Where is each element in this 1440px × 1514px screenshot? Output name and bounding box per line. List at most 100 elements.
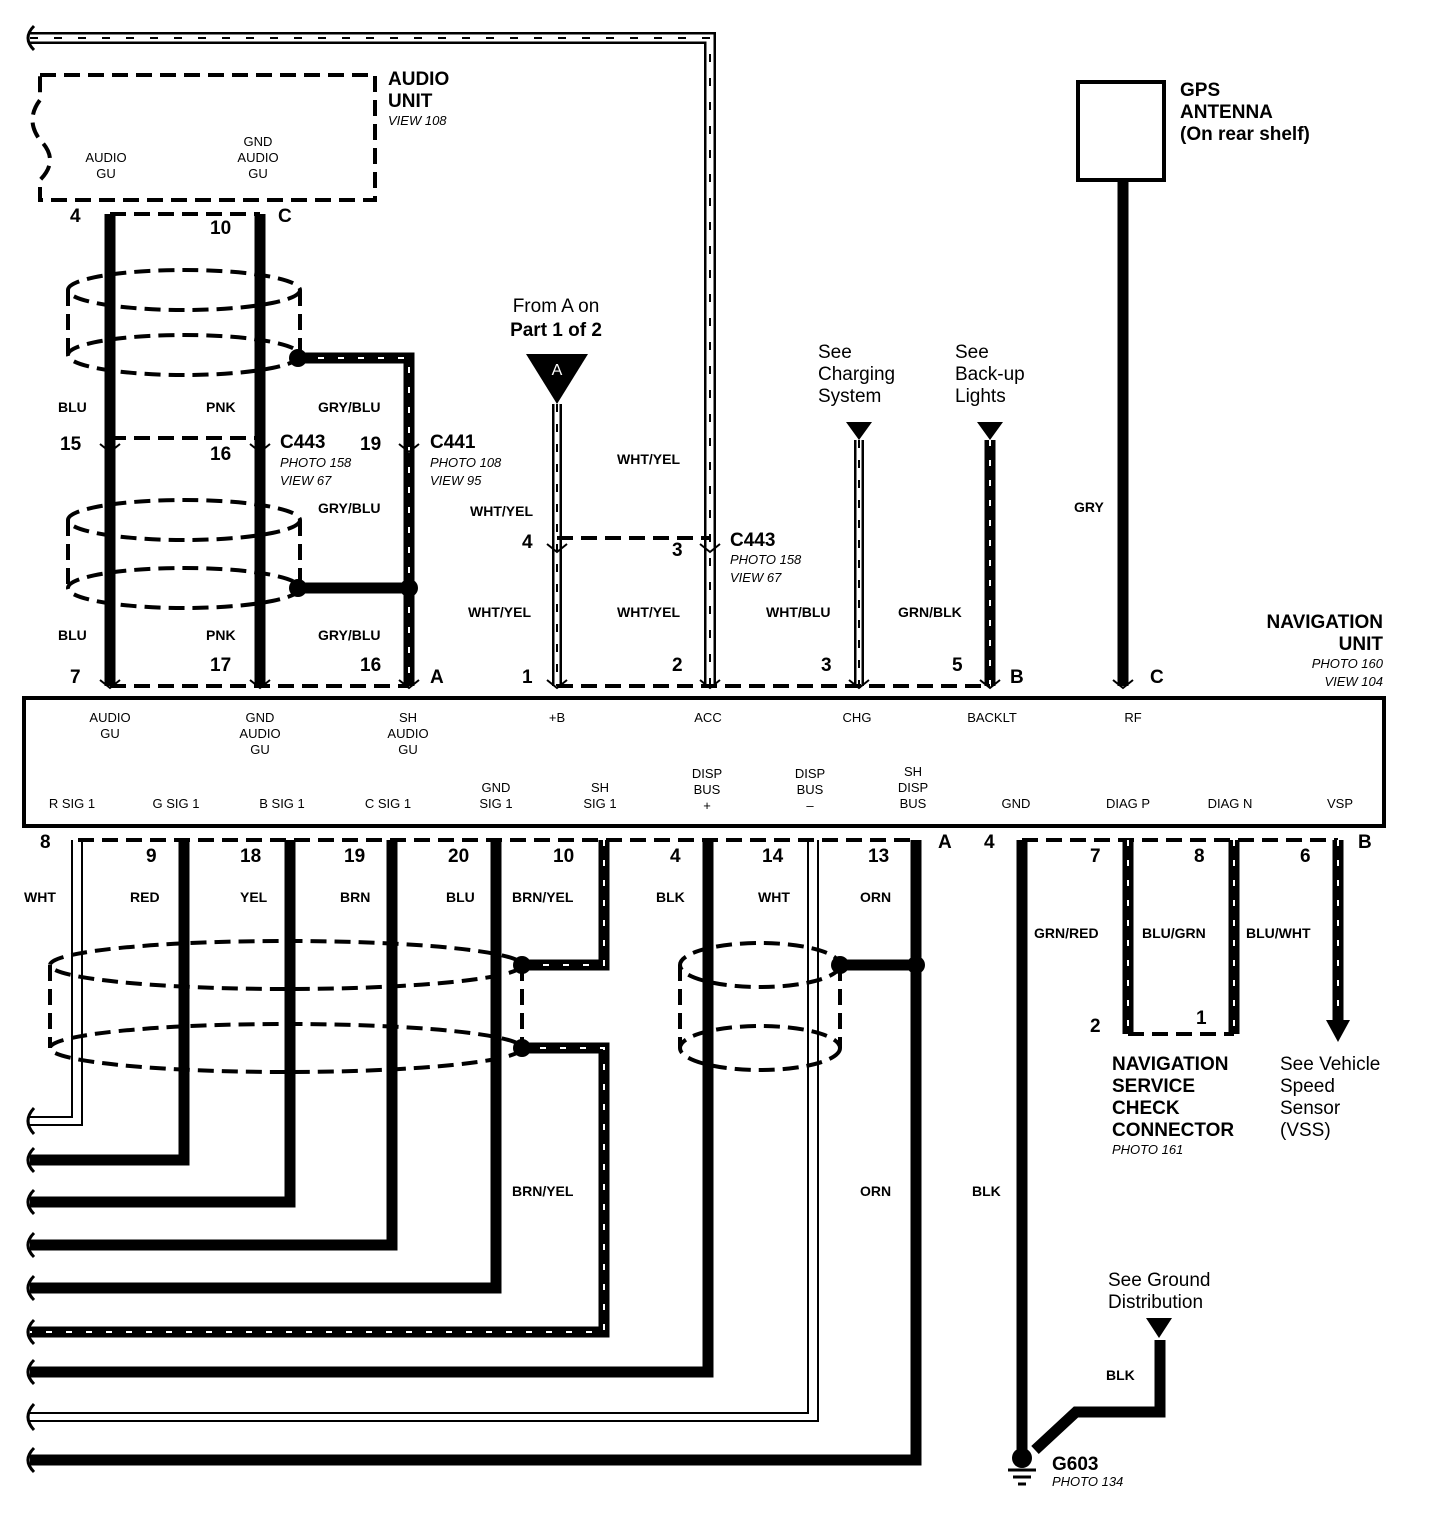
- nav-bottom-pin-13: 13: [868, 846, 889, 867]
- nav-term-disp-minus-3: –: [806, 798, 814, 813]
- nav-top-pin-1: 1: [522, 667, 533, 688]
- nav-top-pin-7: 7: [70, 667, 81, 688]
- audio-pin-4: 4: [70, 206, 81, 227]
- vss-line-2: Speed: [1280, 1076, 1335, 1097]
- nav-term-b-sig: B SIG 1: [259, 796, 305, 811]
- label-gry-blu-3: GRY/BLU: [318, 627, 380, 643]
- ground-symbol-icon: [1008, 1468, 1036, 1486]
- label-pnk-1: PNK: [206, 399, 236, 415]
- label-wht-yel-b-2: WHT/YEL: [468, 604, 531, 620]
- from-a-line-1: From A on: [513, 296, 600, 317]
- nav-photo: PHOTO 160: [1312, 656, 1384, 671]
- nav-term-audio-2: GU: [100, 726, 120, 741]
- gps-antenna-box: [1076, 80, 1166, 182]
- audio-unit-box: [30, 73, 377, 202]
- wire-gry-blu: [298, 352, 415, 686]
- shield-splice-lower-right: [400, 579, 418, 597]
- nav-term-sh-audio-1: SH: [399, 710, 417, 725]
- wire-blu-sig: [30, 840, 502, 1294]
- vss-line-1: See Vehicle: [1280, 1054, 1380, 1075]
- label-blu-1: BLU: [58, 399, 87, 415]
- nav-view: VIEW 104: [1324, 674, 1383, 689]
- vss-arrow: [1326, 1020, 1350, 1042]
- nav-term-disp-plus-2: BUS: [694, 782, 721, 797]
- label-gry-blu-2: GRY/BLU: [318, 500, 380, 516]
- label-brn-yel: BRN/YEL: [512, 889, 574, 905]
- nav-term-diag-n: DIAG N: [1208, 796, 1253, 811]
- label-orn-2: ORN: [860, 1183, 891, 1199]
- nav-term-gnd: GND: [1002, 796, 1031, 811]
- nav-term-diag-p: DIAG P: [1106, 796, 1150, 811]
- label-blk-2: BLK: [972, 1183, 1001, 1199]
- nav-top-pin-16: 16: [360, 655, 381, 676]
- wire-blk-disp: [30, 840, 714, 1378]
- label-brn-yel-2: BRN/YEL: [512, 1183, 574, 1199]
- wire-break-top: [26, 24, 36, 52]
- c443-lower-pin-4: 4: [522, 532, 533, 553]
- nav-top-conn-c: C: [1150, 667, 1164, 688]
- label-blu-2: BLU: [58, 627, 87, 643]
- disp-shield-splice-2: [907, 956, 925, 974]
- navigation-unit-box: [22, 696, 1386, 828]
- wire-yel: [30, 840, 296, 1208]
- nav-term-chg: CHG: [843, 710, 872, 725]
- nav-term-sh-sig-2: SIG 1: [583, 796, 616, 811]
- c443-upper-photo: PHOTO 158: [280, 455, 352, 470]
- audio-term-gnd-3: GU: [248, 166, 268, 181]
- nav-bottom-conn-b: B: [1358, 832, 1372, 853]
- wire-brn: [30, 840, 398, 1251]
- backup-line-2: Back-up: [955, 364, 1025, 385]
- charging-arrow: [846, 422, 872, 440]
- c443-lower-view: VIEW 67: [730, 570, 782, 585]
- nav-bottom-pin-4b: 4: [984, 832, 995, 853]
- label-wht-2: WHT: [758, 889, 790, 905]
- nav-term-disp-plus-3: +: [703, 798, 711, 813]
- nav-bottom-pin-20: 20: [448, 846, 469, 867]
- audio-term-audio-2: GU: [96, 166, 116, 181]
- c443-upper-name: C443: [280, 432, 325, 453]
- nav-top-pin-3: 3: [821, 655, 832, 676]
- label-yel: YEL: [240, 889, 268, 905]
- from-a-symbol: A: [552, 362, 563, 379]
- label-blu: BLU: [446, 889, 475, 905]
- label-grn-red: GRN/RED: [1034, 925, 1099, 941]
- label-blu-wht: BLU/WHT: [1246, 925, 1311, 941]
- nav-top-pin-2: 2: [672, 655, 683, 676]
- nav-term-disp-minus-1: DISP: [795, 766, 825, 781]
- charging-line-3: System: [818, 386, 881, 407]
- label-blu-grn: BLU/GRN: [1142, 925, 1206, 941]
- nav-bottom-pin-14: 14: [762, 846, 784, 867]
- audio-pin-10: 10: [210, 218, 231, 239]
- nav-term-r-sig: R SIG 1: [49, 796, 95, 811]
- c443-pin-15: 15: [60, 434, 82, 455]
- label-wht-yel-acc: WHT/YEL: [617, 451, 680, 467]
- nav-term-audio-1: AUDIO: [89, 710, 130, 725]
- nav-term-plus-b: +B: [549, 710, 565, 725]
- nav-bottom-pin-4a: 4: [670, 846, 681, 867]
- label-wht: WHT: [24, 889, 56, 905]
- nav-term-sh-disp-1: SH: [904, 764, 922, 779]
- lower-shield-signal: [48, 939, 524, 1074]
- nav-title-1: NAVIGATION: [1267, 612, 1383, 633]
- nav-top-conn-a: A: [430, 667, 444, 688]
- label-gry-gps: GRY: [1074, 499, 1104, 515]
- nav-term-sh-audio-3: GU: [398, 742, 418, 757]
- nav-top-pin-17: 17: [210, 655, 231, 676]
- ground-name: G603: [1052, 1454, 1098, 1475]
- nav-term-sh-disp-3: BUS: [900, 796, 927, 811]
- upper-shield-1: [66, 268, 302, 377]
- gps-title-2: ANTENNA: [1180, 102, 1273, 123]
- label-grn-blk: GRN/BLK: [898, 604, 962, 620]
- label-brn: BRN: [340, 889, 370, 905]
- nav-title-2: UNIT: [1339, 634, 1384, 655]
- label-wht-yel-acc-2: WHT/YEL: [617, 604, 680, 620]
- nav-term-c-sig: C SIG 1: [365, 796, 411, 811]
- ground-splice: [1012, 1448, 1032, 1468]
- nav-top-conn-b: B: [1010, 667, 1024, 688]
- service-pin-1: 1: [1196, 1008, 1207, 1029]
- backup-arrow: [977, 422, 1003, 440]
- charging-line-2: Charging: [818, 364, 895, 385]
- backup-line-3: Lights: [955, 386, 1006, 407]
- c441-photo: PHOTO 108: [430, 455, 502, 470]
- audio-unit-view: VIEW 108: [388, 113, 447, 128]
